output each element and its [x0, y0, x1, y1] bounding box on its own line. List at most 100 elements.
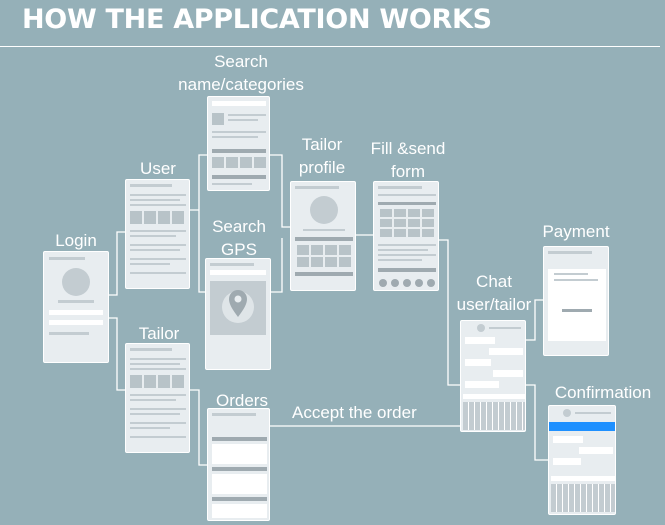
screen-line [130, 199, 180, 201]
grid-cell [212, 157, 224, 168]
step-label-user: User [140, 159, 176, 178]
grid-cell [339, 257, 351, 267]
title-divider [0, 46, 660, 47]
screen-line [58, 300, 94, 303]
section-header [212, 467, 267, 471]
step-label-confirmation: Confirmation [554, 383, 652, 402]
pay-button-bar [562, 309, 592, 312]
screen-line [49, 332, 89, 335]
section-header [212, 149, 266, 153]
step-label-payment: Payment [542, 222, 610, 241]
screen-line [130, 422, 186, 424]
connector-user-search [190, 154, 207, 293]
keyboard [551, 484, 615, 512]
step-label-search-name: Search name/categories [178, 52, 304, 94]
list-thumb [212, 113, 224, 125]
section-header [212, 175, 266, 179]
grid-cell [297, 245, 309, 255]
form-cell [380, 209, 392, 217]
avatar [62, 268, 90, 296]
location-input [210, 270, 266, 275]
payment-screen [543, 246, 609, 356]
screen-line [378, 194, 436, 196]
screen-line [378, 249, 428, 251]
screen-line [548, 251, 592, 254]
section-header [295, 272, 353, 276]
search-input [212, 101, 266, 106]
avatar [563, 409, 571, 417]
step-label-tailor: Tailor [138, 324, 180, 343]
chat-bubble [465, 359, 491, 366]
screen-line [378, 186, 422, 189]
screen-line [295, 186, 339, 189]
step-label-search-gps: Search GPS [212, 217, 266, 259]
login-screen [43, 251, 109, 363]
grid-cell [311, 245, 323, 255]
message-input [551, 476, 615, 481]
confirmation-banner [549, 422, 615, 431]
map-area [210, 281, 266, 335]
form-cell [408, 229, 420, 237]
screen-line [130, 394, 186, 396]
dot [415, 279, 423, 287]
screen-line [378, 254, 436, 256]
step-label-chat: Chat user/tailor [456, 272, 532, 314]
screen-line [130, 413, 180, 415]
connector-login-user [108, 231, 126, 296]
chat-bubble [493, 370, 523, 377]
grid-cell [254, 157, 266, 168]
screen-line [489, 327, 521, 329]
screen-line [210, 263, 254, 266]
form-cell [408, 219, 420, 227]
screen-line [130, 244, 186, 246]
screen-line [130, 358, 186, 360]
screen-line [130, 427, 170, 429]
section-header [295, 237, 353, 241]
form-cell [394, 229, 406, 237]
message-input [463, 394, 525, 399]
search-name-screen [207, 96, 270, 191]
send-button-bar [378, 268, 436, 272]
grid-cell [325, 257, 337, 267]
chat-bubble [465, 337, 495, 344]
section-header [212, 437, 267, 441]
connector-tailor-orders [190, 389, 207, 466]
dot [379, 279, 387, 287]
form-cell [422, 209, 434, 217]
edge-label-accept-order: Accept the order [292, 403, 417, 422]
screen-line [130, 235, 176, 237]
form-cell [394, 219, 406, 227]
grid-cell [172, 375, 184, 388]
step-label-tailor-profile: Tailor profile [298, 135, 346, 177]
grid-cell [144, 375, 156, 388]
connector-login-tailor [108, 317, 126, 391]
grid-cell [172, 211, 184, 224]
screen-line [212, 131, 266, 133]
form-cell [380, 219, 392, 227]
step-label-orders: Orders [216, 391, 268, 410]
screen-line [130, 194, 186, 196]
screen-line [575, 412, 611, 414]
tailor-profile-screen [290, 181, 356, 291]
grid-cell [158, 211, 170, 224]
chat-bubble [465, 381, 499, 388]
username-field [49, 310, 103, 315]
grid-cell [144, 211, 156, 224]
grid-cell [158, 375, 170, 388]
chat-bubble [579, 447, 613, 454]
user-screen [125, 179, 190, 289]
form-cell [380, 229, 392, 237]
screen-line [228, 119, 258, 121]
fill-form-screen [373, 181, 439, 291]
screen-line [130, 399, 176, 401]
form-cell [394, 209, 406, 217]
search-gps-screen [205, 258, 271, 370]
screen-line [212, 183, 252, 185]
section-header [378, 202, 436, 205]
screen-line [130, 263, 170, 265]
screen-line [212, 413, 256, 416]
screen-line [378, 259, 422, 261]
orders-screen [207, 408, 270, 521]
screen-line [49, 257, 85, 260]
